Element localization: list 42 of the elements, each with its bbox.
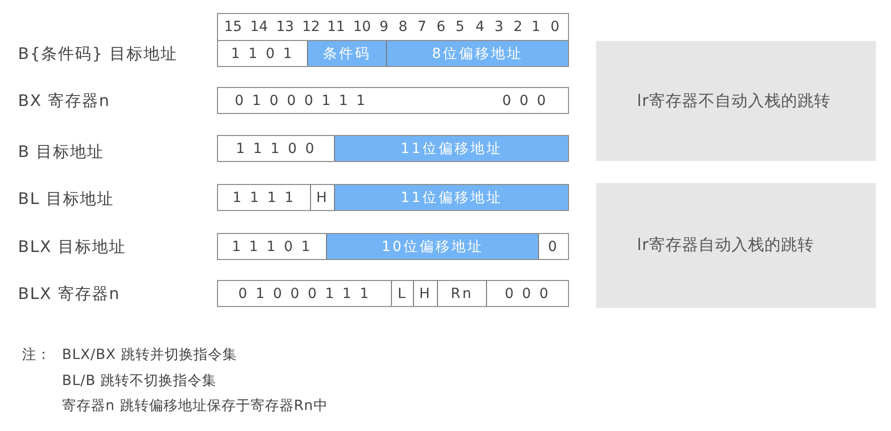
category-panel: lr寄存器自动入栈的跳转 [596,183,876,308]
offset-segment: 11位偏移地址 [334,185,568,210]
encoding-row [217,184,569,211]
bit-number: 4 [474,18,486,37]
instruction-label: BLX 寄存器n [18,284,120,304]
note-text: BLX/BX 跳转并切换指令集 [62,346,237,364]
bit-number: 6 [436,18,446,37]
encoding-row [217,40,569,67]
bit-number: 7 [416,18,428,37]
bit-pattern: 0 1 0 0 0 1 1 1 [234,92,368,110]
note-marker: 注： [22,346,51,364]
bit-number: 8 [398,18,408,37]
offset-segment: 8位偏移地址 [386,41,568,66]
encoding-row [217,87,569,114]
bit-number: 13 [275,18,295,37]
instruction-label: BLX 目标地址 [18,237,126,257]
bit-pattern: 0 0 0 [501,92,549,110]
bit-number: 11 [326,18,346,37]
instruction-label: B{条件码} 目标地址 [18,44,178,64]
encoding-row [217,280,569,307]
instruction-label: B 目标地址 [18,142,104,162]
instruction-label: BL 目标地址 [18,189,114,209]
note-text: BL/B 跳转不切换指令集 [62,372,217,390]
condition-code: 条件码 [307,41,386,66]
bit-number: 10 [352,18,372,37]
bit-number: 12 [301,18,321,37]
bit-number: 3 [494,18,504,37]
bit-number-header [217,13,569,41]
note-text: 寄存器n 跳转偏移地址保存于寄存器Rn中 [62,397,328,415]
category-panel: lr寄存器不自动入栈的跳转 [596,41,876,161]
bit-number: 9 [378,18,390,37]
offset-segment: 10位偏移地址 [326,234,538,259]
bit-number: 14 [249,18,269,37]
bit-number: 0 [550,18,560,37]
encoding-row [217,233,569,260]
instruction-label: BX 寄存器n [18,91,110,111]
encoding-row [217,135,569,162]
bit-number: 5 [454,18,466,37]
bit-number: 15 [223,18,243,37]
bit-number: 1 [530,18,542,37]
offset-segment: 11位偏移地址 [334,136,568,161]
bit-number: 2 [512,18,524,37]
